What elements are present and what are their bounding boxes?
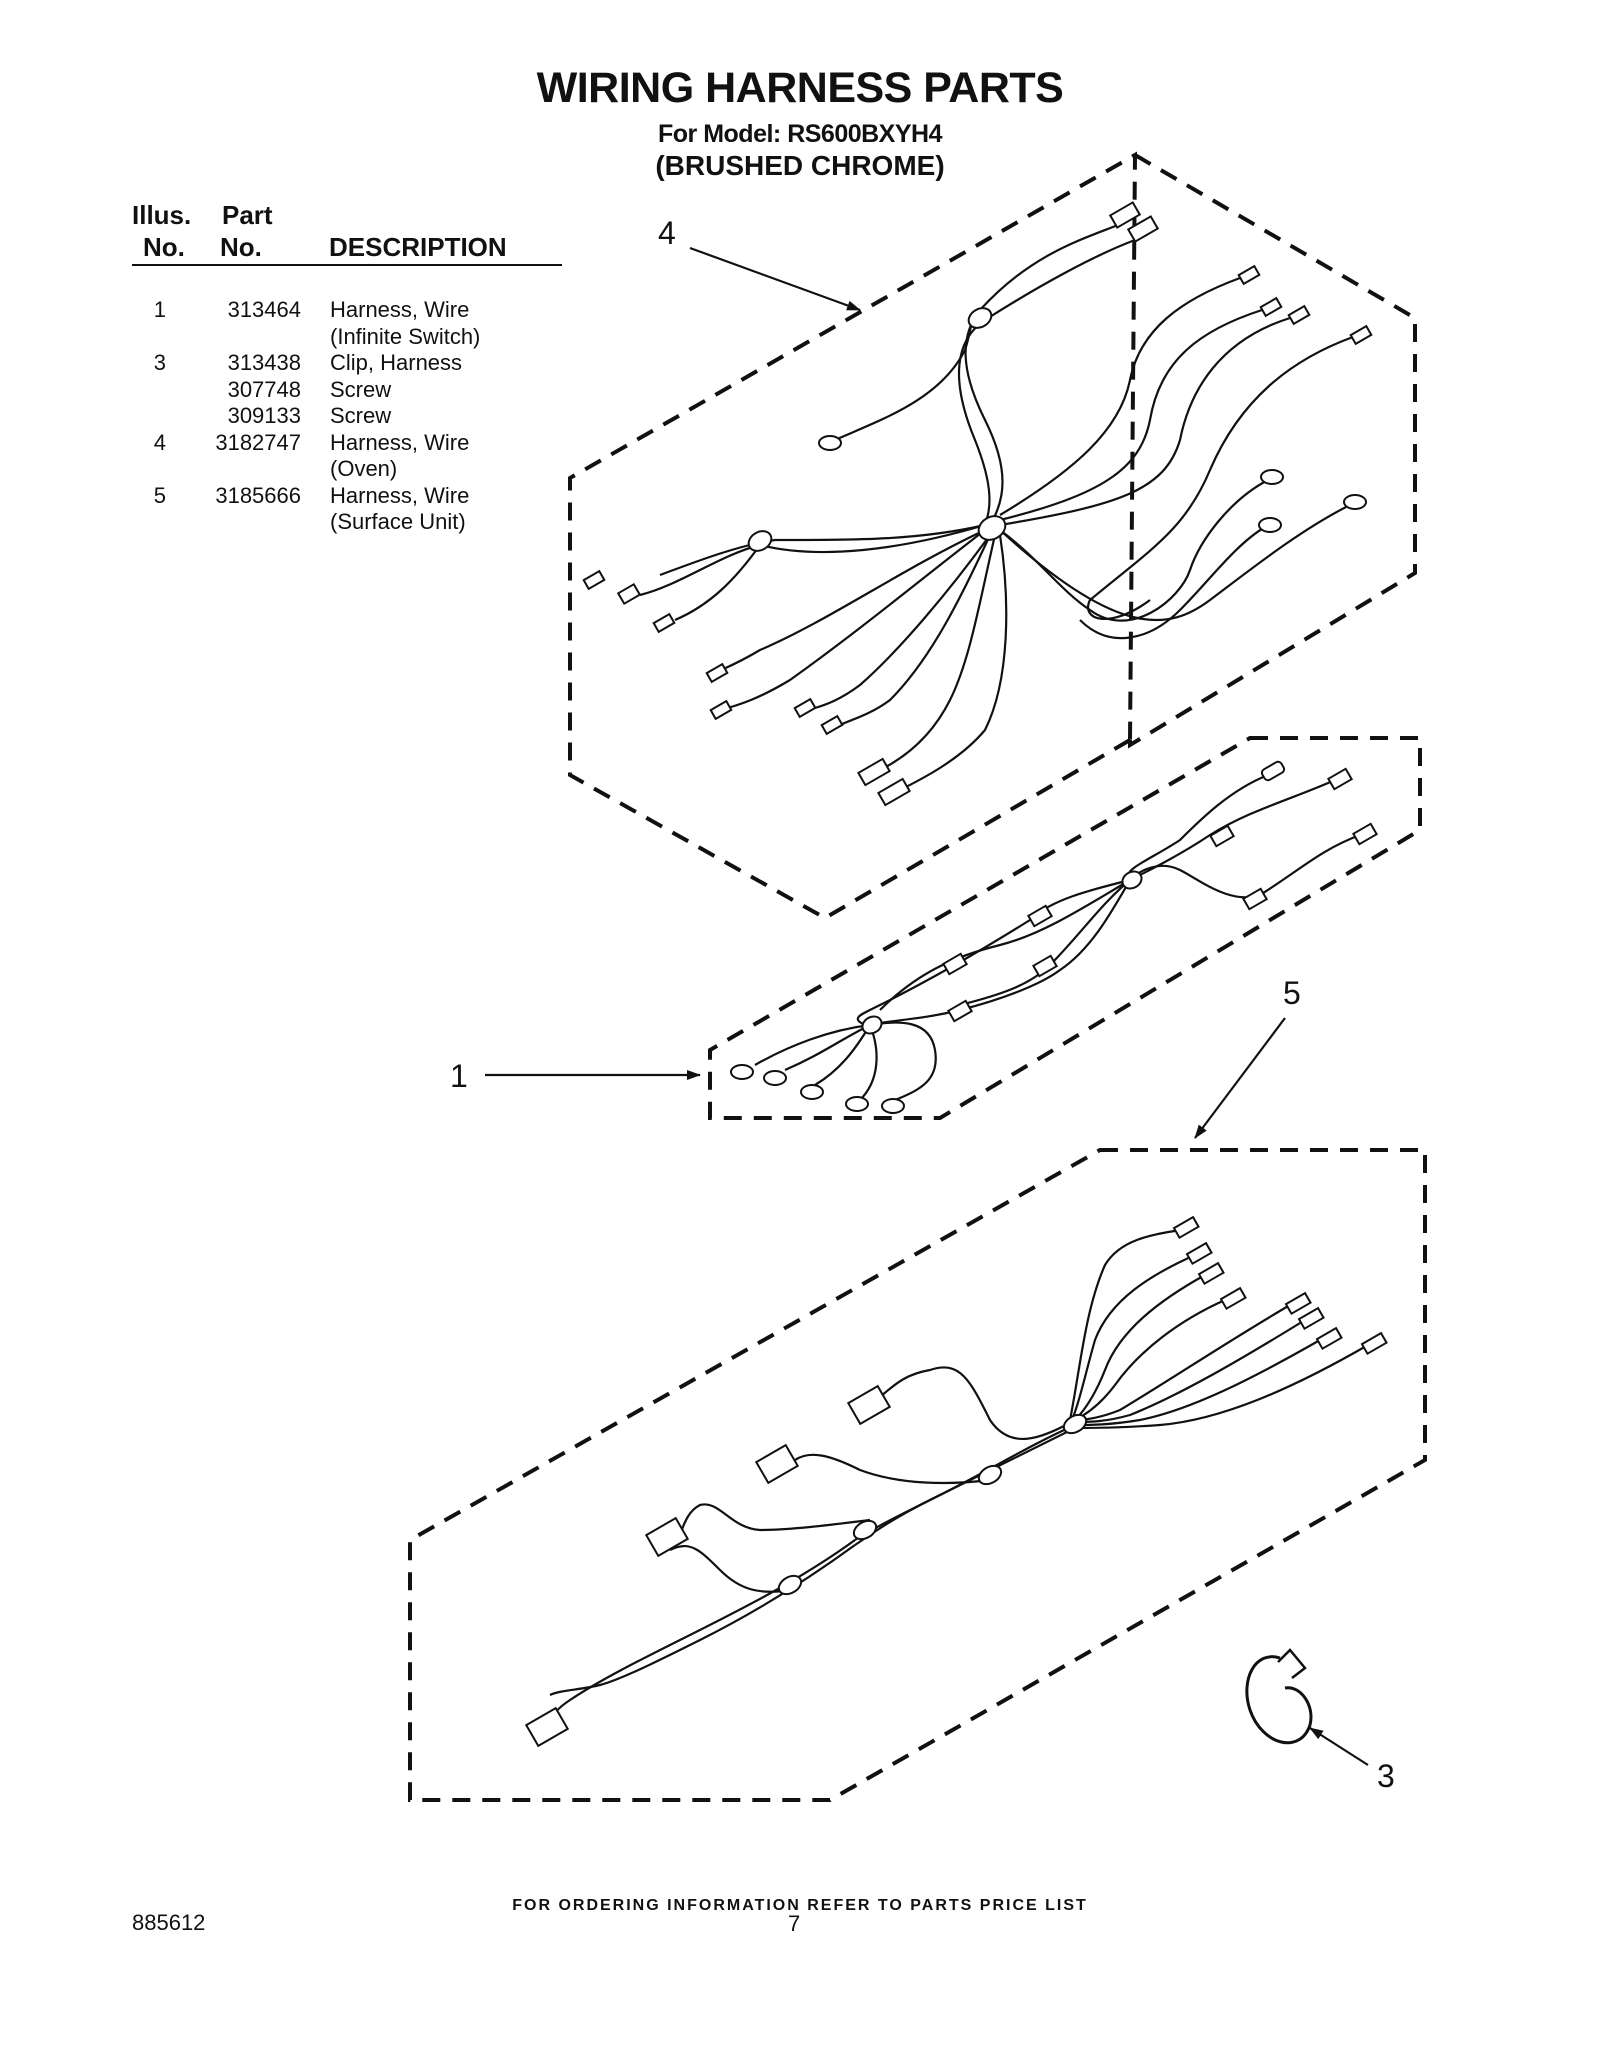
oven-harness-connectors — [582, 201, 1373, 807]
table-row: (Oven) — [130, 456, 550, 483]
header-description: DESCRIPTION — [329, 232, 507, 262]
part-description: Screw — [330, 403, 392, 428]
part-description: Screw — [330, 376, 392, 402]
harness-clip-tab — [1277, 1648, 1307, 1679]
harness-clip — [1245, 1655, 1313, 1745]
parts-table: 1 313464 Harness, Wire (Infinite Switch)… — [130, 297, 550, 536]
part-description: (Infinite Switch) — [330, 323, 481, 349]
table-row: 1 313464 Harness, Wire — [130, 297, 550, 324]
callout-4: 4 — [658, 215, 676, 251]
callout-3-leader — [1309, 1727, 1369, 1766]
table-row: 3 313438 Clip, Harness — [130, 350, 550, 377]
callout-4-leader — [689, 246, 861, 312]
table-row: 309133 Screw — [130, 403, 550, 430]
table-row: 307748 Screw — [130, 377, 550, 404]
model-line: For Model: RS600BXYH4 — [657, 120, 943, 148]
oven-harness-wires — [639, 223, 1354, 791]
document-number: 885612 — [132, 1910, 206, 1935]
switch-harness-wires — [754, 773, 1361, 1102]
illus-no: 5 — [153, 482, 166, 508]
callout-1: 1 — [450, 1058, 468, 1094]
part-description: Harness, Wire — [330, 482, 470, 508]
part-no: 307748 — [227, 376, 301, 402]
part-no: 313464 — [227, 297, 301, 322]
callout-5-leader — [1194, 1017, 1286, 1139]
page-number: 7 — [788, 1911, 801, 1936]
surface-harness-connectors — [524, 1215, 1388, 1748]
header-illus-line2: No. — [143, 232, 185, 262]
table-row: 5 3185666 Harness, Wire — [130, 483, 550, 510]
table-row: (Surface Unit) — [130, 509, 550, 536]
illus-no: 3 — [153, 350, 166, 375]
table-row: 4 3182747 Harness, Wire — [130, 430, 550, 457]
illus-no: 4 — [153, 429, 166, 455]
finish-line: (BRUSHED CHROME) — [655, 150, 945, 181]
part-description: Clip, Harness — [330, 350, 463, 375]
switch-harness-connectors — [730, 760, 1379, 1114]
header-part-line1: Part — [222, 200, 273, 230]
part-no: 3182747 — [215, 429, 301, 455]
surface-harness-boundary — [408, 1148, 1427, 1802]
oven-harness-boundary — [568, 151, 1417, 921]
illus-no: 1 — [153, 297, 166, 322]
callout-3: 3 — [1377, 1758, 1395, 1794]
part-description: Harness, Wire — [330, 429, 470, 455]
page-title: WIRING HARNESS PARTS — [536, 64, 1064, 112]
header-illus-line1: Illus. — [132, 200, 192, 230]
part-no: 313438 — [227, 350, 301, 375]
ordering-note: FOR ORDERING INFORMATION REFER TO PARTS … — [512, 1897, 1088, 1914]
switch-harness-boundary — [708, 736, 1422, 1120]
part-description: Harness, Wire — [330, 297, 470, 322]
part-no: 3185666 — [215, 482, 301, 508]
part-description: (Oven) — [330, 456, 398, 481]
header-part-line2: No. — [220, 232, 262, 262]
callout-5: 5 — [1283, 975, 1301, 1011]
part-no: 309133 — [227, 403, 301, 428]
surface-harness-wires — [547, 1228, 1369, 1741]
table-row: (Infinite Switch) — [130, 324, 550, 351]
part-description: (Surface Unit) — [330, 509, 466, 534]
header-rule — [132, 264, 562, 266]
